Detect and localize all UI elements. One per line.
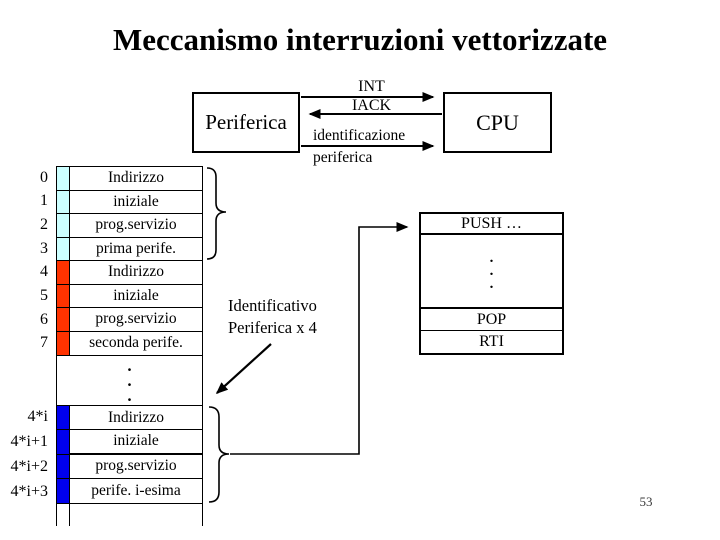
periferica-box-label: Periferica: [205, 110, 287, 134]
identificativo-label: Identificativo Periferica x 4: [228, 295, 317, 339]
color-strip: [57, 237, 70, 261]
address-label: 6: [40, 310, 48, 328]
push-row: PUSH …: [421, 214, 562, 235]
table-row: prima perife.: [57, 237, 202, 261]
address-label: 5: [40, 286, 48, 304]
color-strip: [57, 284, 70, 308]
table-cell: iniziale: [70, 430, 202, 455]
table-cell: iniziale: [70, 191, 202, 214]
vector-to-routine-connector: [230, 222, 409, 455]
identificativo-label-line2: Periferica x 4: [228, 318, 317, 337]
table-cell: prima perife.: [70, 238, 202, 261]
vertical-ellipsis: . . .: [489, 249, 494, 292]
table-cell: prog.servizio: [70, 308, 202, 332]
color-strip: [57, 430, 70, 455]
color-strip: [57, 454, 70, 479]
service-routine-box: PUSH … . . . POP RTI: [419, 212, 564, 355]
address-label: 4: [40, 263, 48, 281]
pop-row: POP: [421, 309, 562, 331]
table-row: prog.servizio: [57, 454, 202, 479]
address-label: 4*i+3: [10, 482, 48, 500]
stack-dots-row: . . .: [421, 235, 562, 309]
rti-row: RTI: [479, 333, 504, 350]
vector-table-top: Indirizzo iniziale prog.servizio prima p…: [56, 166, 203, 356]
table-row: Indirizzo: [57, 406, 202, 431]
address-label: 0: [40, 168, 48, 186]
vector-table-bottom: Indirizzo iniziale prog.servizio perife.…: [56, 405, 203, 504]
address-label: 7: [40, 334, 48, 352]
table-row: Indirizzo: [57, 167, 202, 191]
identificativo-pointer-arrow: [215, 343, 272, 395]
periferica-box: Periferica: [192, 92, 300, 153]
brace-first-vector: [206, 167, 227, 260]
vector-table-extension: [56, 504, 203, 526]
color-strip: [57, 214, 70, 238]
table-cell: Indirizzo: [70, 406, 202, 431]
table-row: iniziale: [57, 284, 202, 308]
table-cell: iniziale: [70, 285, 202, 308]
color-strip: [57, 167, 70, 191]
table-row: Indirizzo: [57, 261, 202, 285]
color-strip: [57, 261, 70, 285]
table-row: iniziale: [57, 430, 202, 455]
table-cell: Indirizzo: [70, 261, 202, 285]
address-label: 3: [40, 239, 48, 257]
address-label: 1: [40, 192, 48, 210]
vertical-ellipsis: . . .: [127, 356, 132, 405]
cpu-box-label: CPU: [476, 109, 519, 135]
identificazione-label-line2: periferica: [313, 149, 373, 166]
table-row: perife. i-esima: [57, 478, 202, 503]
cpu-box: CPU: [443, 92, 552, 153]
address-label: 2: [40, 216, 48, 234]
table-row: prog.servizio: [57, 214, 202, 238]
table-cell: prog.servizio: [70, 214, 202, 238]
table-cell: seconda perife.: [89, 334, 183, 352]
address-column-bottom: 4*i 4*i+1 4*i+2 4*i+3: [0, 405, 50, 504]
table-row: prog.servizio: [57, 308, 202, 332]
identificativo-label-line1: Identificativo: [228, 296, 317, 315]
color-strip: [57, 308, 70, 332]
address-label: 4*i+1: [10, 433, 48, 451]
table-cell: prog.servizio: [70, 455, 202, 479]
slide-title: Meccanismo interruzioni vettorizzate: [112, 22, 608, 57]
table-row: iniziale: [57, 190, 202, 214]
table-row: seconda perife.: [57, 331, 202, 355]
color-strip: [57, 190, 70, 214]
address-column-top: 0 1 2 3 4 5 6 7: [0, 166, 50, 355]
page-number: 53: [639, 494, 653, 509]
strip-divider: [57, 504, 70, 526]
table-cell: perife. i-esima: [91, 481, 181, 499]
color-strip: [57, 478, 70, 503]
brace-i-vector: [208, 406, 230, 503]
color-strip: [57, 331, 70, 355]
int-signal-label: INT: [358, 78, 385, 95]
vector-table-gap: . . .: [56, 356, 203, 405]
address-label: 4*i: [27, 408, 48, 426]
color-strip: [57, 406, 70, 431]
address-label: 4*i+2: [10, 457, 48, 475]
iack-signal-label: IACK: [351, 97, 392, 114]
identificazione-label-line1: identificazione: [313, 127, 406, 144]
table-cell: Indirizzo: [70, 167, 202, 191]
